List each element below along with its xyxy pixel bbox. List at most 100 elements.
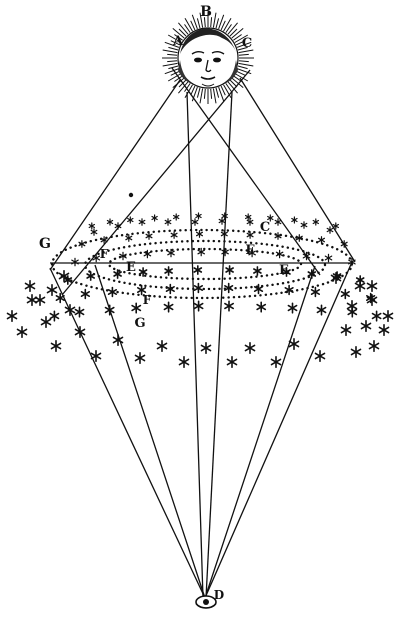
sun-ray [184,84,193,99]
label-ring-right-top: C [260,220,270,235]
sun-ray [218,86,225,102]
star-icon [191,218,199,226]
star-icon [16,325,28,339]
star-icon [200,341,212,355]
sun-ray [227,22,238,35]
sun-ray [233,75,242,82]
sun-face-icon [162,12,254,104]
star-icon [193,300,204,312]
star-icon [221,212,228,220]
star-icon [163,301,174,313]
star-icon [350,345,362,359]
sun-ray [190,20,196,31]
star-icon [50,339,62,353]
star-icon [106,218,114,226]
star-icon [354,279,366,293]
sun-ray [191,14,198,30]
sun-ray [233,34,242,41]
eye-pupil [203,599,209,605]
star-icon [113,269,122,279]
star-icon [253,266,262,276]
star-icon [90,228,98,236]
star-icon [295,234,303,242]
star-icon [127,216,134,224]
ray-sun-cross-a [171,67,321,276]
eye-icon [195,595,217,609]
label-g-bottom: G [134,316,145,331]
sun-ray [234,73,249,82]
sun-ray [203,88,206,99]
star-icon [302,251,311,261]
sun-ray [236,68,252,75]
star-icon [63,275,73,285]
star-icon [114,222,122,230]
sun-ray [167,34,182,43]
sun-ray [168,46,179,51]
sun-ray [162,49,178,54]
sun-ray [237,46,248,51]
sun-ray [210,88,213,99]
sun-ray [218,14,225,30]
ray-eye-right [204,261,353,599]
star-icon [332,222,339,230]
star-icon [156,339,168,353]
sun-ray [238,53,249,56]
sun-mouth [200,76,216,80]
sun-hair [180,28,236,54]
sun-ray [199,12,204,28]
star-icon [368,339,380,353]
sun-ray [174,34,183,41]
star-icon [138,218,146,226]
star-icon [165,283,175,295]
star-icon [270,355,282,369]
star-icon [90,349,102,363]
star-icon [167,248,175,258]
sun-ray [237,65,248,70]
sun-chin [201,83,215,87]
star-icon [282,267,291,277]
star-icon [244,341,256,355]
star-icon [318,236,325,244]
star-icon [74,306,85,318]
star-icon [220,230,228,238]
sun-nose [205,59,212,73]
star-icon [119,251,127,261]
ring-outer [50,228,354,300]
star-icon [312,218,319,226]
star-icon [80,288,90,300]
ray-sun-inner-left [186,91,204,599]
star-icon [274,218,282,226]
star-icon [330,271,342,285]
label-ring-left: G [39,236,51,252]
sun-ray [174,75,183,82]
star-icon [71,257,79,267]
sun-ray [167,73,182,82]
sun-ray [196,18,201,29]
star-icon [145,232,153,240]
star-icon [218,217,226,225]
sun-ray [168,65,179,70]
star-icon [55,292,65,304]
star-icon [164,218,172,226]
star-icon [221,247,229,257]
star-icon [164,266,173,276]
star-icon [324,253,333,263]
star-icon [267,214,274,222]
ray-sun-right-outer [239,77,356,263]
star-icon [143,249,152,259]
sun-ray [223,17,232,32]
sun-ray [238,62,254,67]
star-icon [138,267,148,277]
star-icon [58,269,70,283]
sun-ray [234,34,249,43]
sun-ray [238,60,249,63]
eye-lash [195,603,217,609]
star-icon [112,333,124,347]
star-icon [224,282,234,294]
sun-ray [167,60,178,63]
star-icon [326,226,334,234]
star-icon [196,230,203,238]
ring-inner [107,247,303,281]
sun-ray [178,81,189,94]
star-icon [360,319,372,333]
